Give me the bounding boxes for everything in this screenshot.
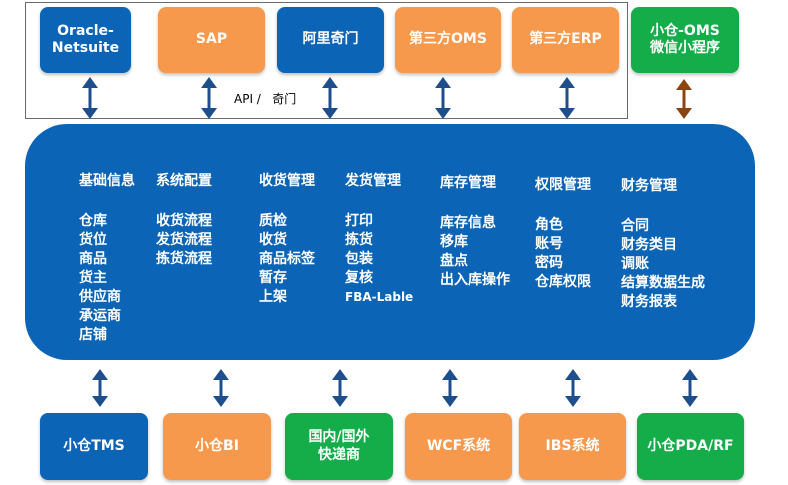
module-item: 账号 (535, 236, 563, 252)
module-basic-info: 基础信息 仓库 货位 商品 货主 供应商 承运商 店铺 (79, 170, 135, 345)
module-item: 复核 (345, 270, 373, 286)
double-arrow-icon (332, 369, 348, 407)
module-item: 商品标签 (259, 251, 315, 267)
module-item: 结算数据生成 (621, 275, 705, 291)
module-header: 基础信息 (79, 173, 135, 189)
top-box-line: 第三方OMS (409, 31, 487, 48)
double-arrow-icon (565, 369, 581, 407)
module-receiving: 收货管理 质检 收货 商品标签 暂存 上架 (259, 170, 315, 307)
module-item: 仓库 (79, 213, 107, 229)
bottom-box-line: 小仓BI (195, 437, 239, 454)
module-finance: 财务管理 合同 财务类目 调账 结算数据生成 财务报表 (621, 175, 705, 312)
module-header: 库存管理 (440, 175, 496, 191)
top-box-line: 微信小程序 (650, 40, 720, 56)
double-arrow-icon (322, 77, 338, 119)
top-box-line: 小仓-OMS (650, 22, 720, 39)
module-header: 财务管理 (621, 178, 677, 194)
module-item: 打印 (345, 213, 373, 229)
module-item: 拣货流程 (156, 251, 212, 267)
module-item: 质检 (259, 213, 287, 229)
double-arrow-icon (442, 369, 458, 407)
top-box-line: 第三方ERP (529, 31, 602, 48)
double-arrow-icon (82, 77, 98, 119)
top-box-third-party-erp: 第三方ERP (512, 7, 619, 73)
double-arrow-icon (201, 77, 217, 119)
module-item: 包装 (345, 251, 373, 267)
module-system-config: 系统配置 收货流程 发货流程 拣货流程 (156, 170, 212, 269)
module-header: 收货管理 (259, 173, 315, 189)
wms-main-panel (25, 124, 755, 360)
module-item: 盘点 (440, 253, 468, 269)
module-item: 财务报表 (621, 294, 677, 310)
bottom-box-wcf-system: WCF系统 (405, 413, 512, 480)
module-item: FBA-Lable (345, 290, 414, 304)
top-box-line: SAP (195, 31, 228, 48)
top-box-ali-qimen: 阿里奇门 (277, 7, 384, 73)
module-item: 库存信息 (440, 215, 496, 231)
module-item: 仓库权限 (535, 274, 591, 290)
top-box-line: 阿里奇门 (302, 31, 359, 48)
bottom-box-line: 小仓TMS (63, 437, 125, 454)
module-header: 发货管理 (345, 173, 401, 189)
bottom-box-line: 国内/国外 (308, 429, 370, 445)
module-item: 货位 (79, 232, 107, 248)
module-item: 合同 (621, 218, 649, 234)
module-item: 上架 (259, 289, 287, 305)
bottom-box-xiaocang-tms: 小仓TMS (40, 413, 148, 480)
module-item: 收货 (259, 232, 287, 248)
module-item: 暂存 (259, 270, 287, 286)
module-item: 财务类目 (621, 237, 677, 253)
module-item: 移库 (440, 234, 468, 250)
module-item: 拣货 (345, 232, 373, 248)
top-box-line: Netsuite (51, 40, 120, 56)
module-permissions: 权限管理 角色 账号 密码 仓库权限 (535, 174, 591, 292)
double-arrow-icon-brown (676, 79, 692, 119)
bottom-box-xiaocang-bi: 小仓BI (163, 413, 271, 480)
double-arrow-icon (435, 77, 451, 119)
module-item: 供应商 (79, 289, 121, 305)
bottom-box-line: 快递商 (318, 446, 360, 463)
top-box-third-party-oms: 第三方OMS (395, 7, 501, 73)
module-header: 权限管理 (535, 177, 591, 193)
module-item: 密码 (535, 255, 563, 271)
bottom-box-line: 小仓PDA/RF (647, 437, 734, 454)
module-item: 发货流程 (156, 232, 212, 248)
top-box-oracle-netsuite: Oracle-Netsuite (40, 7, 131, 73)
top-box-line: Oracle- (57, 22, 114, 39)
double-arrow-icon (92, 369, 108, 407)
double-arrow-icon (213, 369, 229, 407)
module-header: 系统配置 (156, 173, 212, 189)
bottom-box-line: IBS系统 (545, 437, 600, 454)
double-arrow-icon (559, 77, 575, 119)
bottom-box-line: WCF系统 (426, 437, 491, 454)
module-item: 承运商 (79, 308, 121, 324)
bottom-box-ibs-system: IBS系统 (519, 413, 626, 480)
module-item: 商品 (79, 251, 107, 267)
module-item: 货主 (79, 270, 107, 286)
module-item: 店铺 (79, 327, 107, 343)
bottom-box-couriers: 国内/国外快递商 (285, 413, 393, 480)
double-arrow-icon (682, 369, 698, 407)
module-item: 角色 (535, 217, 563, 233)
module-item: 收货流程 (156, 213, 212, 229)
module-shipping: 发货管理 打印 拣货 包装 复核 FBA-Lable (345, 170, 413, 307)
bottom-box-xiaocang-pda-rf: 小仓PDA/RF (637, 413, 744, 480)
module-item: 调账 (621, 256, 649, 272)
top-box-sap: SAP (158, 7, 265, 73)
module-inventory: 库存管理 库存信息 移库 盘点 出入库操作 (440, 172, 510, 290)
api-label: API / 奇门 (234, 92, 297, 106)
module-item: 出入库操作 (440, 272, 510, 288)
